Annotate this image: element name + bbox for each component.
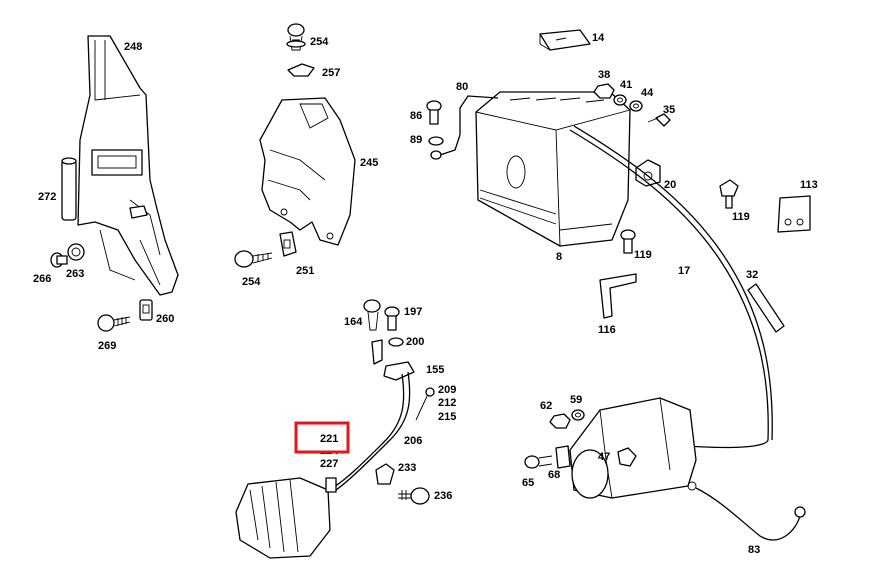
washer-59	[571, 409, 585, 421]
label-83: 83	[748, 544, 760, 556]
cover-245	[259, 97, 356, 246]
screw-269	[97, 314, 131, 332]
label-224-mask	[318, 444, 342, 453]
nut-62	[549, 413, 571, 429]
label-233: 233	[398, 462, 416, 474]
label-263: 263	[66, 268, 84, 280]
label-113: 113	[800, 179, 818, 191]
highlight-box-221	[294, 421, 350, 454]
battery-cable-80	[430, 95, 499, 160]
clip-257	[287, 63, 315, 77]
screw-236	[398, 487, 430, 505]
clip-260	[139, 299, 153, 321]
label-245: 245	[360, 157, 378, 169]
battery-8	[475, 91, 631, 247]
label-251: 251	[296, 265, 314, 277]
label-248: 248	[124, 41, 142, 53]
label-38: 38	[598, 69, 610, 81]
label-155: 155	[426, 364, 444, 376]
label-44: 44	[641, 87, 654, 99]
label-119-right: 119	[732, 211, 750, 223]
label-8: 8	[556, 251, 562, 263]
label-272: 272	[38, 191, 56, 203]
label-215: 215	[438, 411, 456, 423]
nut-38	[593, 83, 615, 99]
starter-motor	[569, 397, 697, 499]
label-41: 41	[620, 79, 632, 91]
clip-233	[375, 463, 395, 485]
label-236: 236	[434, 490, 452, 502]
sleeve-32	[747, 283, 785, 333]
label-59: 59	[570, 394, 582, 406]
screw-35	[647, 113, 671, 127]
label-20: 20	[664, 179, 676, 191]
bracket-113	[777, 195, 811, 233]
label-32: 32	[746, 269, 758, 281]
washer-41	[613, 94, 627, 106]
washer-200	[388, 337, 404, 347]
label-119-center: 119	[634, 249, 652, 261]
label-86: 86	[410, 110, 422, 122]
bracket-68	[555, 445, 571, 469]
label-269: 269	[98, 340, 116, 352]
screw-254-top	[286, 23, 306, 51]
bolt-119-center	[620, 229, 636, 254]
label-200: 200	[406, 336, 424, 348]
label-68: 68	[548, 469, 560, 481]
label-89: 89	[410, 134, 422, 146]
label-17: 17	[678, 265, 690, 277]
label-116: 116	[598, 324, 616, 336]
label-254-top: 254	[310, 36, 329, 48]
bracket-116	[599, 273, 637, 319]
label-227: 227	[320, 458, 338, 470]
clamp-20	[635, 159, 661, 187]
cable-206	[331, 371, 435, 491]
label-254-lower: 254	[242, 276, 261, 288]
washer-44	[629, 100, 643, 112]
cover-plate-14	[539, 29, 591, 51]
bolt-65	[524, 455, 553, 469]
screw-164	[363, 299, 381, 331]
label-257: 257	[322, 67, 340, 79]
terminal-47	[617, 447, 637, 467]
label-164: 164	[344, 316, 363, 328]
alternator	[235, 477, 337, 559]
grommet-263	[67, 243, 85, 261]
label-206: 206	[404, 435, 422, 447]
battery-cable-17	[569, 125, 773, 449]
label-197: 197	[404, 306, 422, 318]
label-266: 266	[33, 273, 51, 285]
bracket-248	[77, 35, 179, 296]
pipe-272	[61, 157, 77, 221]
label-260: 260	[156, 313, 174, 325]
label-65: 65	[522, 477, 534, 489]
label-14: 14	[592, 32, 605, 44]
label-212: 212	[438, 397, 456, 409]
label-80: 80	[456, 81, 468, 93]
washer-89	[428, 136, 444, 146]
bolt-86	[426, 100, 442, 125]
bolt-197	[384, 306, 400, 331]
screw-254-lower	[234, 250, 273, 268]
label-209: 209	[438, 384, 456, 396]
label-62: 62	[540, 400, 552, 412]
label-47: 47	[598, 451, 610, 463]
terminal-155	[371, 339, 415, 381]
ground-cable-83	[695, 487, 806, 541]
label-221: 221	[320, 433, 338, 445]
label-35: 35	[663, 104, 675, 116]
clip-251	[279, 231, 297, 257]
bolt-119-right	[719, 179, 739, 209]
bolt-266	[50, 252, 68, 268]
